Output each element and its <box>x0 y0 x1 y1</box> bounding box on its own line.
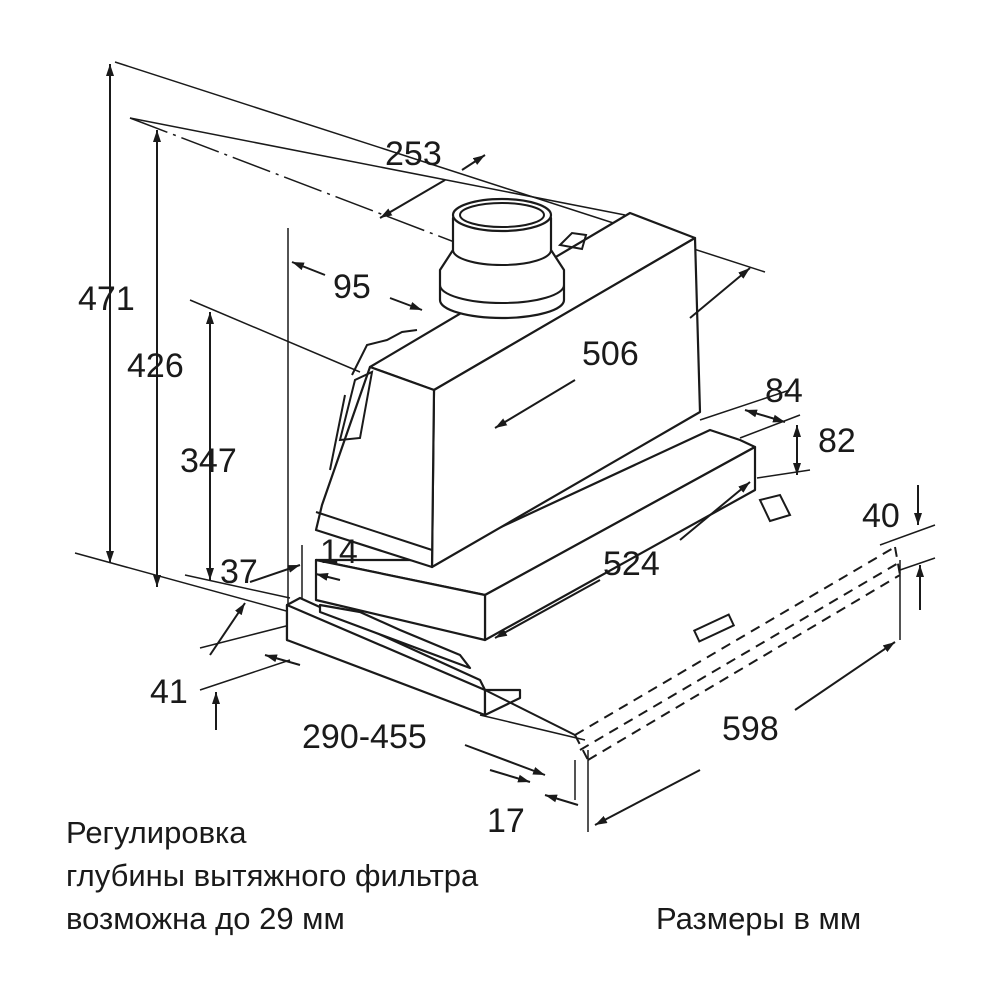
dim-14: 14 <box>320 533 358 571</box>
dim-17: 17 <box>487 802 525 840</box>
dim-40: 40 <box>862 497 900 535</box>
exhaust-duct <box>438 197 566 320</box>
dim-82: 82 <box>818 422 856 460</box>
extension-lines <box>74 61 936 832</box>
dim-95: 95 <box>333 268 371 306</box>
units-note: Размеры в мм <box>656 901 861 936</box>
dashed-outline <box>484 546 901 761</box>
dim-471: 471 <box>78 280 135 318</box>
dim-290-455: 290-455 <box>302 718 427 756</box>
dim-347: 347 <box>180 442 237 480</box>
dim-598: 598 <box>722 710 779 748</box>
dim-506: 506 <box>582 335 639 373</box>
dimension-lines <box>106 64 924 826</box>
filter-note-line-2: глубины вытяжного фильтра <box>66 858 479 893</box>
dim-426: 426 <box>127 347 184 385</box>
dim-37: 37 <box>220 553 258 591</box>
dim-41: 41 <box>150 673 188 711</box>
dim-524: 524 <box>603 545 660 583</box>
filter-note-line-3: возможна до 29 мм <box>66 901 345 936</box>
dim-84: 84 <box>765 372 803 410</box>
filter-note-line-1: Регулировка <box>66 815 247 850</box>
dim-253: 253 <box>385 135 442 173</box>
